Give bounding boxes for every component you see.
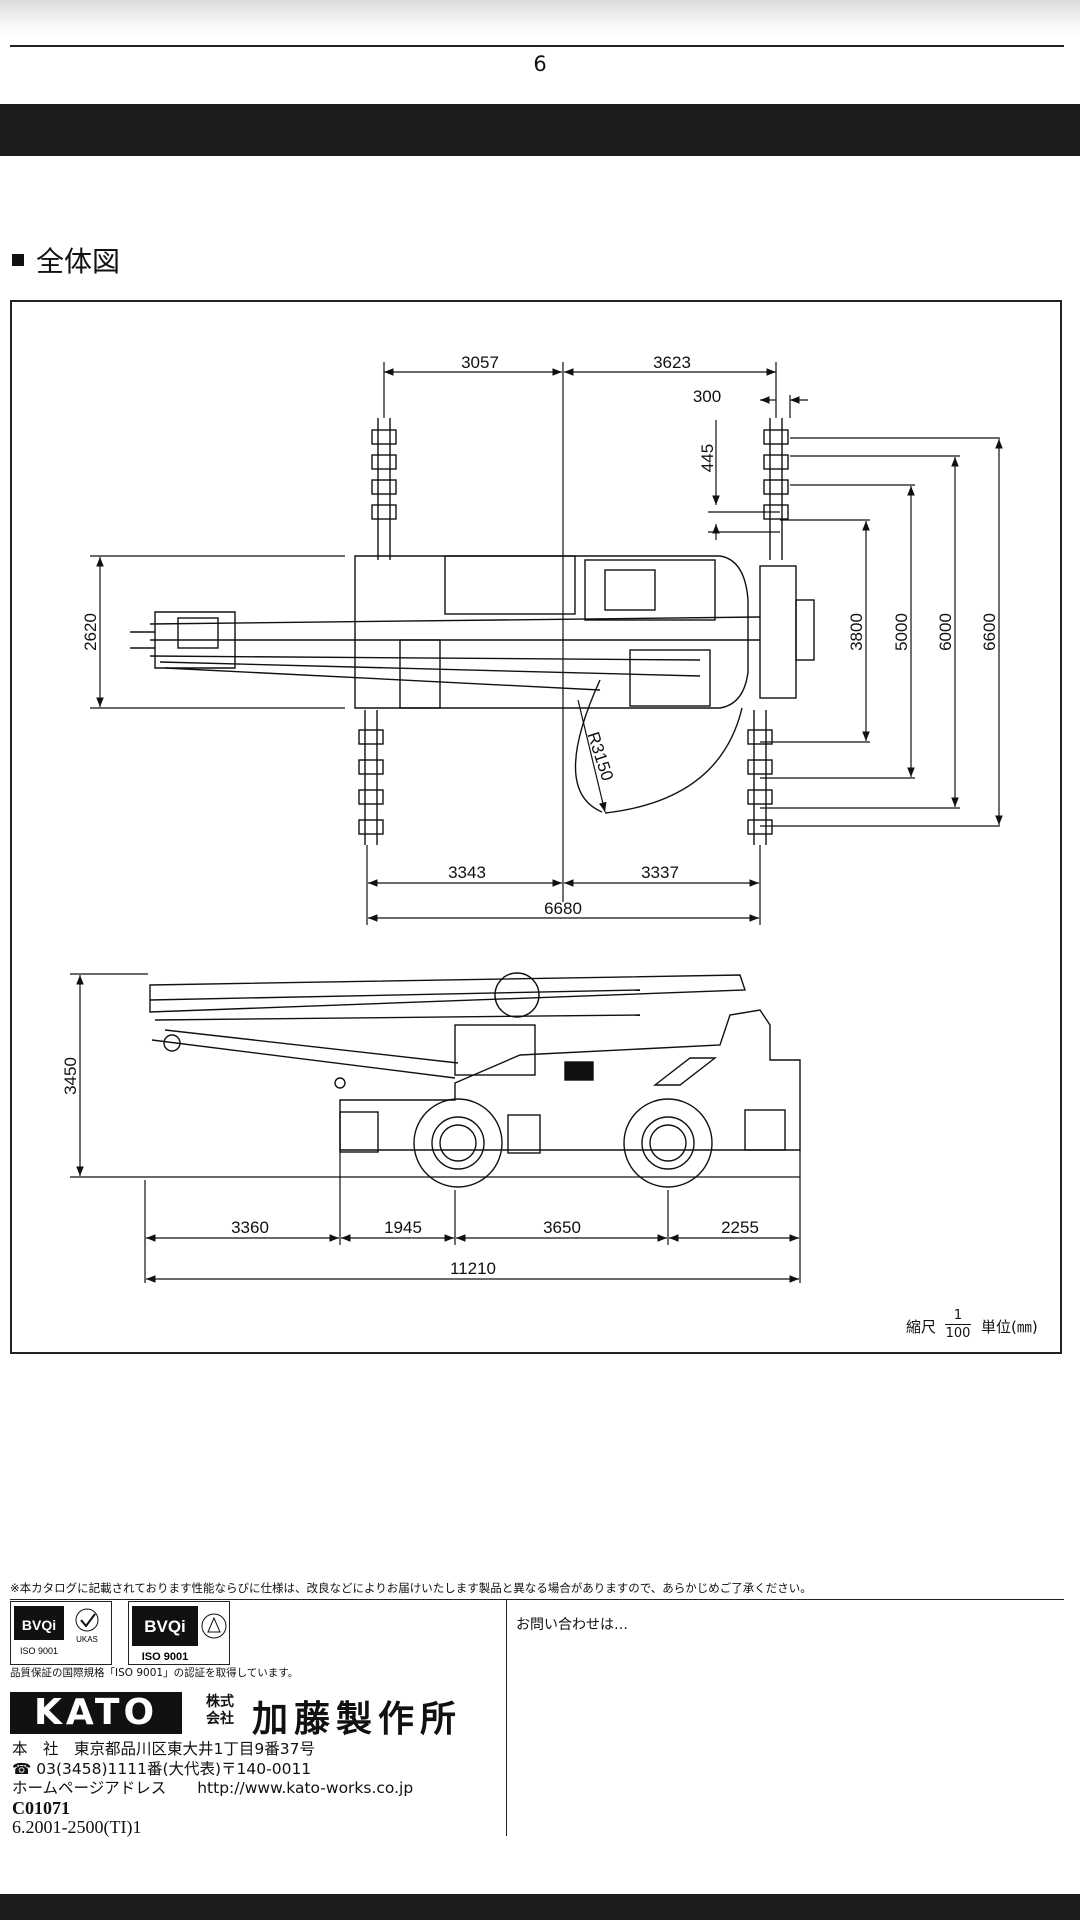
disclaimer: ※本カタログに記載されております性能ならびに仕様は、改良などによりお届けいたしま…	[10, 1581, 812, 1595]
company-name: 加藤製作所	[252, 1699, 463, 1740]
scale-label: 縮尺	[906, 1318, 937, 1336]
badge-brand: BVQi	[144, 1617, 186, 1636]
badge-iso: ISO 9001	[142, 1651, 188, 1663]
top-rule	[10, 45, 1064, 47]
header-band	[0, 104, 1080, 156]
kato-logo: KATO	[10, 1692, 182, 1734]
company-phone: ☎ 03(3458)1111番(大代表)〒140-0011	[12, 1760, 312, 1778]
badge-ukas: UKAS	[76, 1635, 98, 1644]
print-info: 6.2001-2500(TI)1	[12, 1817, 142, 1837]
section-title: 全体図	[36, 245, 121, 278]
contact-label: お問い合わせは…	[516, 1617, 628, 1633]
scale-numerator: 1	[953, 1308, 963, 1323]
footer-band	[0, 1894, 1080, 1920]
doc-code: C01071	[12, 1798, 70, 1818]
fraction-line	[945, 1324, 971, 1325]
badge-brand: BVQi	[22, 1617, 56, 1633]
top-fade	[0, 0, 1080, 36]
scale-denominator: 100	[945, 1326, 971, 1341]
unit-label: 単位(㎜)	[981, 1318, 1038, 1336]
company-address: 本 社 東京都品川区東大井1丁目9番37号	[12, 1740, 315, 1758]
square-bullet-icon	[12, 254, 24, 266]
company-type-line1: 株式	[206, 1694, 234, 1710]
cert-badge-ukas: BVQi UKAS ISO 9001	[10, 1601, 112, 1665]
cert-note: 品質保証の国際規格「ISO 9001」の認証を取得しています。	[10, 1667, 299, 1679]
scale-fraction: 1 100	[945, 1308, 971, 1341]
cert-badge-iso: BVQi ISO 9001	[128, 1601, 230, 1665]
footer-divider	[506, 1600, 507, 1836]
company-type: 株式 会社	[206, 1694, 234, 1728]
badge-iso: ISO 9001	[20, 1646, 58, 1656]
page-number: 6	[533, 52, 547, 76]
drawing-frame	[10, 300, 1062, 1354]
company-website: ホームページアドレス http://www.kato-works.co.jp	[12, 1779, 414, 1797]
company-type-line2: 会社	[206, 1711, 234, 1727]
section-heading: 全体図	[12, 240, 120, 280]
footer-rule	[10, 1599, 1064, 1600]
